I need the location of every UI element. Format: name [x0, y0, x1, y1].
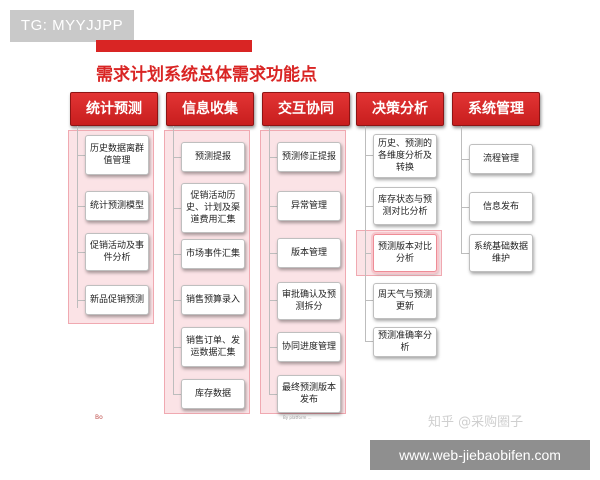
connector-line	[77, 155, 85, 156]
connector-line	[365, 253, 373, 254]
node-promotion-history: 促销活动历史、计划及渠道费用汇集	[181, 183, 245, 233]
connector-line	[269, 206, 277, 207]
node-version-management: 版本管理	[277, 238, 341, 268]
column-header-forecast: 统计预测	[70, 92, 158, 126]
connector-line	[173, 347, 181, 348]
connector-line	[365, 300, 373, 301]
watermark-label: TG: MYYJJPP	[10, 10, 134, 42]
column-header-collection: 信息收集	[166, 92, 254, 126]
connector-line	[173, 157, 181, 158]
node-progress-management: 协同进度管理	[277, 332, 341, 362]
connector-line	[269, 126, 270, 394]
node-sales-budget: 销售预算录入	[181, 285, 245, 315]
connector-line	[173, 254, 181, 255]
connector-line	[77, 300, 85, 301]
title-accent-bar	[96, 40, 252, 52]
node-approval-split: 审批确认及预测拆分	[277, 282, 341, 320]
connector-line	[77, 206, 85, 207]
connector-line	[461, 159, 469, 160]
node-weather-update: 周天气与预测更新	[373, 283, 437, 319]
connector-line	[365, 126, 366, 341]
node-inventory-data: 库存数据	[181, 379, 245, 409]
connector-line	[365, 155, 373, 156]
node-master-data: 系统基础数据维护	[469, 234, 533, 272]
footnote-text: By platform ...	[283, 415, 312, 420]
connector-line	[173, 208, 181, 209]
node-new-product-forecast: 新品促销预测	[85, 285, 149, 315]
connector-line	[365, 341, 373, 342]
connector-line	[461, 207, 469, 208]
node-version-compare: 预测版本对比分析	[373, 234, 437, 272]
connector-line	[269, 300, 277, 301]
connector-line	[77, 126, 78, 308]
node-inventory-vs-forecast: 库存状态与预测对比分析	[373, 187, 437, 225]
node-forecast-model: 统计预测模型	[85, 191, 149, 221]
column-header-admin: 系统管理	[452, 92, 540, 126]
node-forecast-revision: 预测修正提报	[277, 142, 341, 172]
node-sales-orders: 销售订单、发运数据汇集	[181, 327, 245, 367]
node-final-version-release: 最终预测版本发布	[277, 375, 341, 413]
corner-mark: Bo	[95, 414, 103, 421]
watermark-zhihu: 知乎 @采购圈子	[428, 415, 524, 430]
connector-line	[461, 126, 462, 253]
node-information-release: 信息发布	[469, 192, 533, 222]
column-header-collaboration: 交互协同	[262, 92, 350, 126]
connector-line	[173, 126, 174, 394]
connector-line	[365, 206, 373, 207]
connector-line	[269, 157, 277, 158]
watermark-url: www.web-jiebaobifen.com	[370, 440, 590, 470]
node-outlier-management: 历史数据离群值管理	[85, 135, 149, 175]
node-exception-management: 异常管理	[277, 191, 341, 221]
connector-line	[269, 253, 277, 254]
column-band-collaboration	[260, 130, 346, 414]
connector-line	[173, 300, 181, 301]
node-promotion-analysis: 促销活动及事件分析	[85, 233, 149, 271]
node-process-management: 流程管理	[469, 144, 533, 174]
connector-line	[461, 253, 469, 254]
connector-line	[77, 252, 85, 253]
node-forecast-submit: 预测提报	[181, 142, 245, 172]
node-accuracy-analysis: 预测准确率分析	[373, 327, 437, 357]
node-market-events: 市场事件汇集	[181, 239, 245, 269]
connector-line	[269, 394, 277, 395]
connector-line	[173, 394, 181, 395]
page-title: 需求计划系统总体需求功能点	[96, 65, 317, 85]
column-band-collection	[164, 130, 250, 414]
node-multi-dimension-analysis: 历史、预测的各维度分析及转换	[373, 134, 437, 178]
column-header-analysis: 决策分析	[356, 92, 444, 126]
connector-line	[269, 347, 277, 348]
